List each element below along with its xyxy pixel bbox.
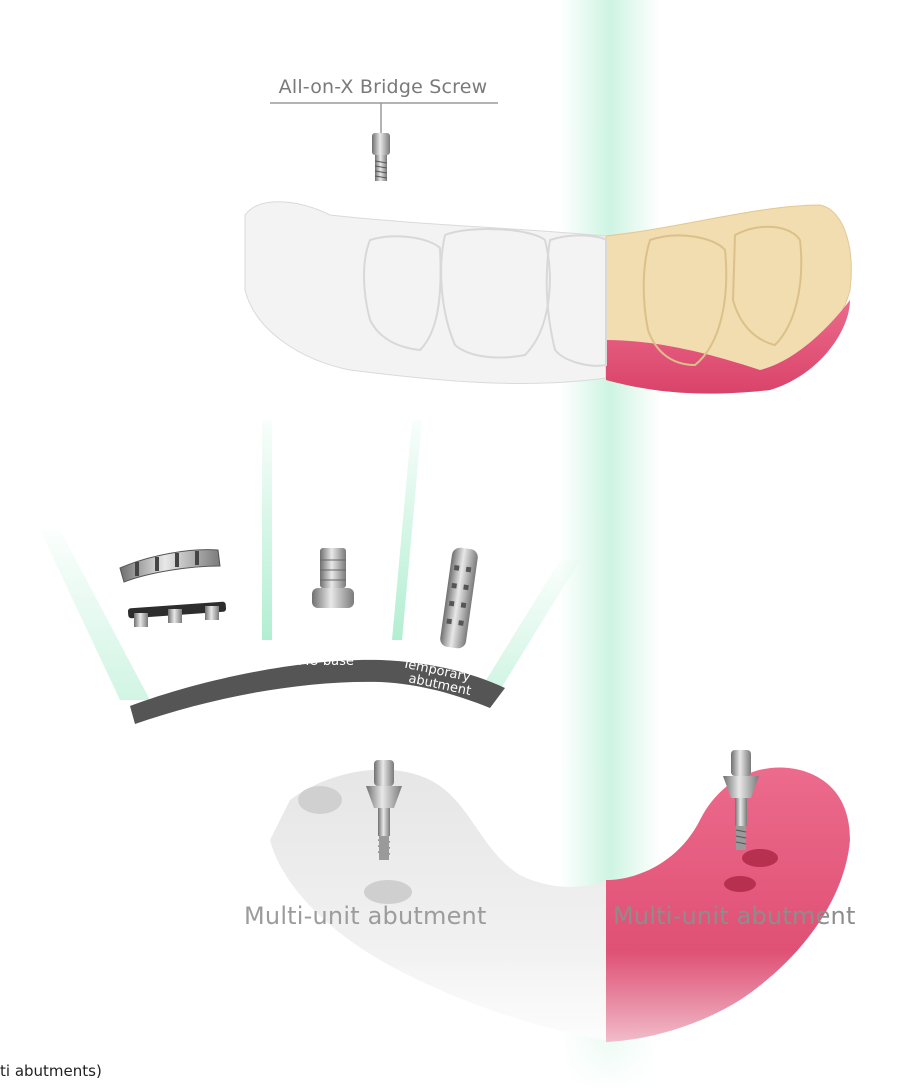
multi-unit-label-right: Multi-unit abutment [613, 902, 856, 930]
bridge-screw [270, 103, 498, 181]
arc-label-mu-base: MU base [298, 654, 354, 669]
multi-unit-label-left: Multi-unit abutment [244, 902, 487, 930]
mu-base-component [312, 548, 354, 608]
bridge-screw-label: All-on-X Bridge Screw [268, 76, 498, 98]
bridge-bar-component [120, 550, 226, 627]
upper-bridge [245, 202, 851, 394]
temporary-abutment-component [439, 547, 479, 650]
footer-caption-fragment: ti abutments) [0, 1062, 102, 1080]
